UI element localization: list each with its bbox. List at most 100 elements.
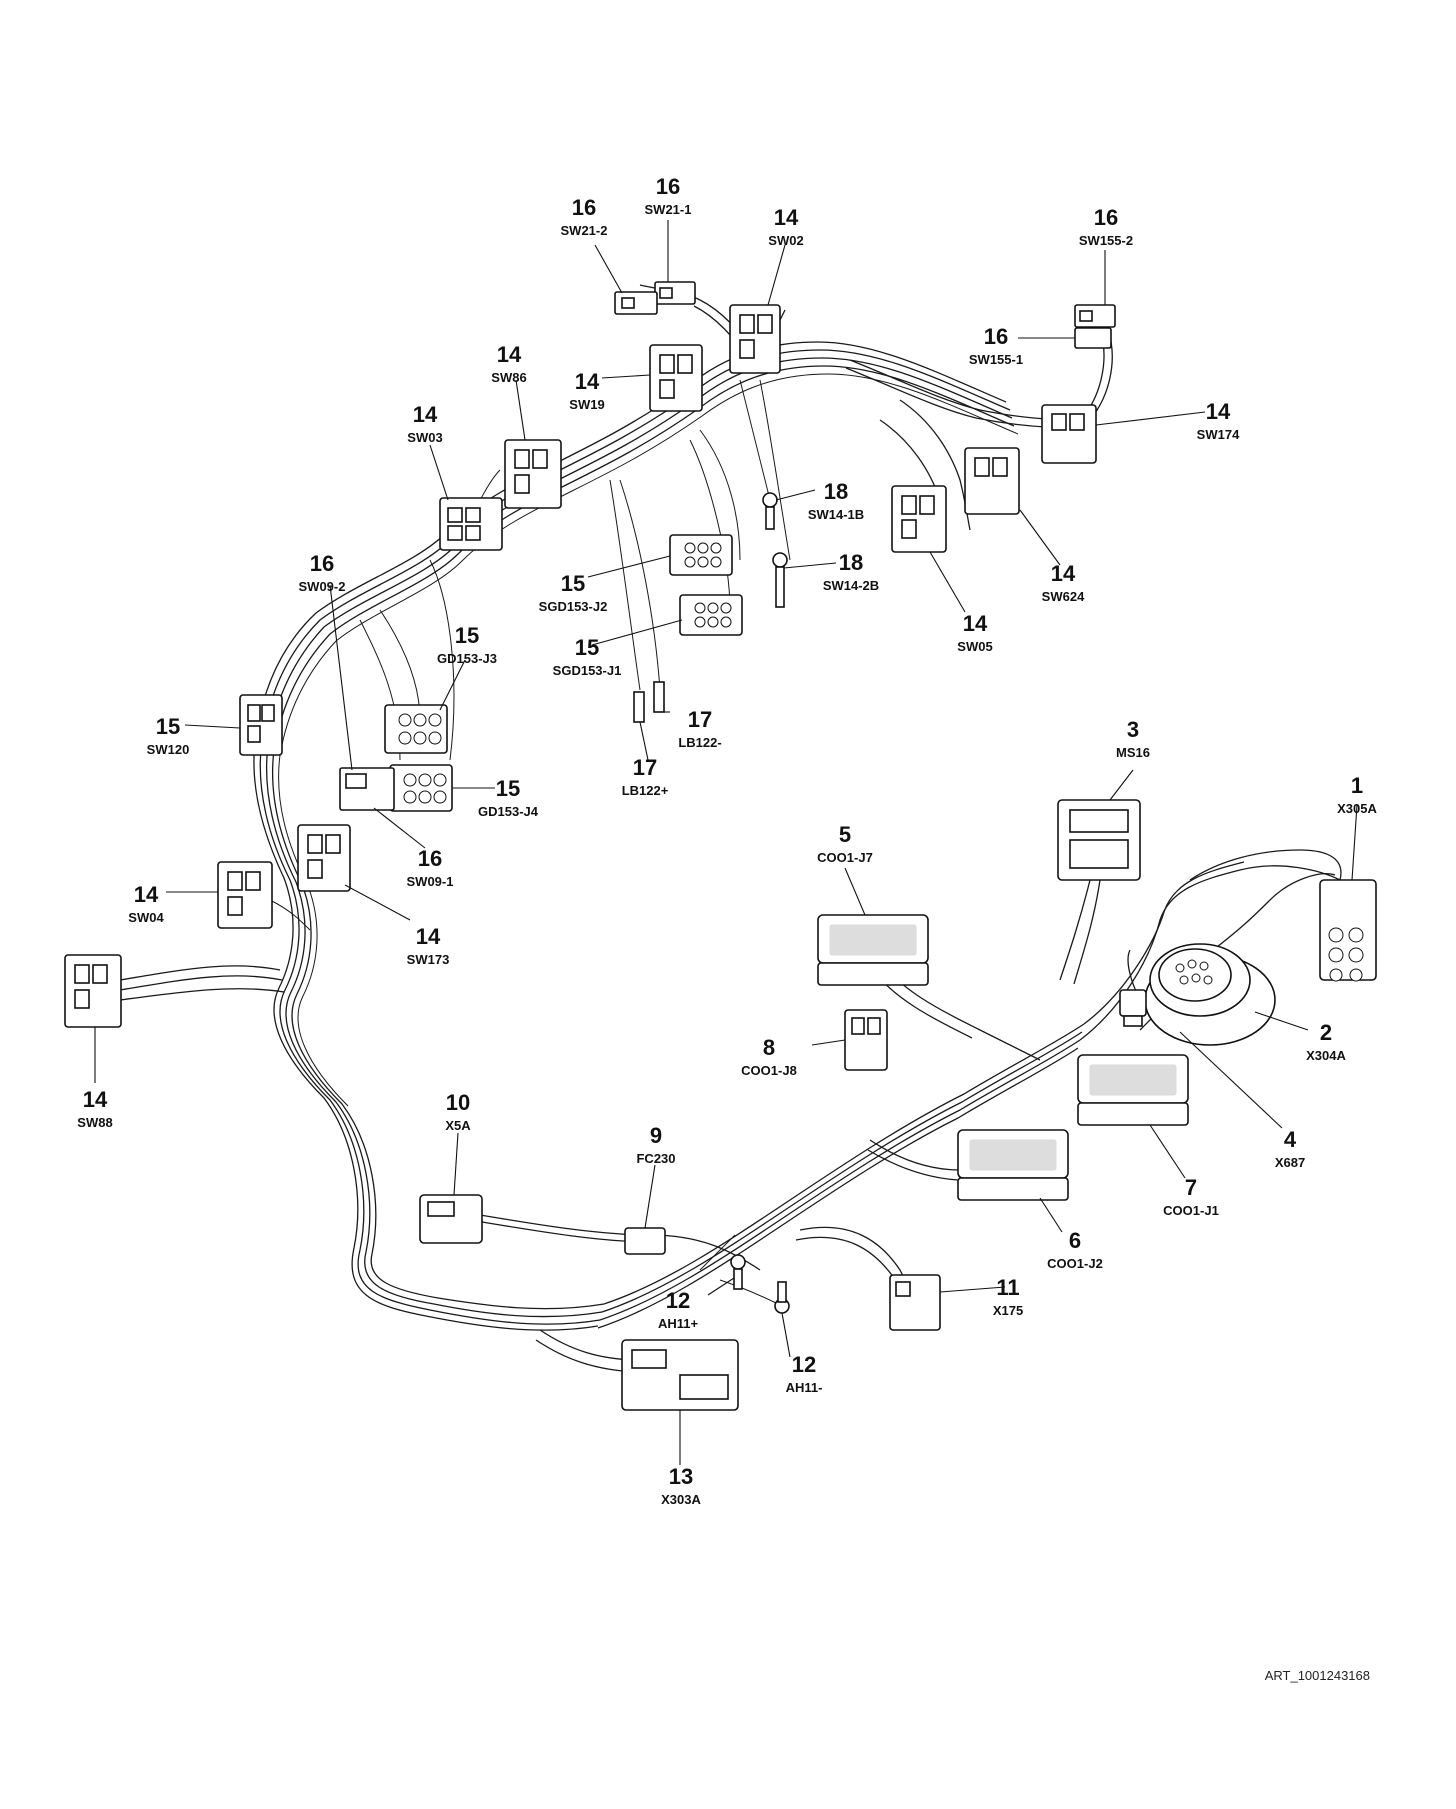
svg-text:13: 13 <box>669 1464 693 1489</box>
svg-text:SW03: SW03 <box>407 430 442 445</box>
art-id: ART_1001243168 <box>1265 1668 1370 1683</box>
svg-text:16: 16 <box>984 324 1008 349</box>
svg-text:COO1-J1: COO1-J1 <box>1163 1203 1219 1218</box>
connector-sw88 <box>64 954 122 1028</box>
leader-lines <box>94 220 1358 1465</box>
svg-text:FC230: FC230 <box>636 1151 675 1166</box>
svg-text:14: 14 <box>575 369 600 394</box>
svg-text:X305A: X305A <box>1337 801 1377 816</box>
svg-text:14: 14 <box>416 924 441 949</box>
connector-ms16 <box>1057 799 1141 881</box>
svg-text:15: 15 <box>575 635 599 660</box>
connector-sw14-1b <box>762 492 778 530</box>
svg-text:LB122-: LB122- <box>678 735 721 750</box>
svg-text:SW174: SW174 <box>1197 427 1240 442</box>
connector-sgd153-j1 <box>679 594 743 636</box>
svg-text:16: 16 <box>310 551 334 576</box>
connector-ah11-plus <box>730 1254 746 1290</box>
svg-text:15: 15 <box>156 714 180 739</box>
svg-text:15: 15 <box>561 571 585 596</box>
svg-text:COO1-J7: COO1-J7 <box>817 850 873 865</box>
svg-text:14: 14 <box>83 1087 108 1112</box>
connector-x305a <box>1319 879 1377 982</box>
connector-gd153-j4 <box>389 764 453 812</box>
svg-text:SW14-1B: SW14-1B <box>808 507 864 522</box>
svg-text:LB122+: LB122+ <box>622 783 669 798</box>
connector-sw120 <box>239 694 283 756</box>
svg-text:15: 15 <box>455 623 479 648</box>
svg-text:SW05: SW05 <box>957 639 992 654</box>
svg-text:SW173: SW173 <box>407 952 450 967</box>
svg-text:16: 16 <box>656 174 680 199</box>
svg-text:5: 5 <box>839 822 851 847</box>
connector-sw155-2 <box>1074 304 1116 328</box>
svg-text:SW120: SW120 <box>147 742 190 757</box>
svg-text:SW14-2B: SW14-2B <box>823 578 879 593</box>
connector-sw173 <box>297 824 351 892</box>
connector-ah11-minus <box>774 1281 790 1314</box>
svg-text:10: 10 <box>446 1090 470 1115</box>
connector-sw05 <box>891 485 947 553</box>
svg-text:17: 17 <box>633 755 657 780</box>
connector-sw86 <box>504 439 562 509</box>
connector-lb122-plus <box>633 691 645 723</box>
svg-text:18: 18 <box>839 550 863 575</box>
connector-x304a <box>1144 943 1276 1046</box>
connector-coo1-j8 <box>844 1009 888 1071</box>
svg-text:6: 6 <box>1069 1228 1081 1253</box>
svg-text:COO1-J2: COO1-J2 <box>1047 1256 1103 1271</box>
svg-text:SW86: SW86 <box>491 370 526 385</box>
svg-text:SGD153-J2: SGD153-J2 <box>539 599 608 614</box>
connector-sw09-1 <box>339 767 395 811</box>
connector-sw03 <box>439 497 503 551</box>
connector-sw04 <box>217 861 273 929</box>
svg-text:16: 16 <box>418 846 442 871</box>
connector-x5a <box>419 1194 483 1244</box>
svg-text:X303A: X303A <box>661 1492 701 1507</box>
svg-text:7: 7 <box>1185 1175 1197 1200</box>
svg-text:18: 18 <box>824 479 848 504</box>
svg-text:12: 12 <box>792 1352 816 1377</box>
svg-text:AH11+: AH11+ <box>658 1316 699 1331</box>
connector-coo1-j1 <box>1077 1054 1189 1126</box>
connector-sw21-1 <box>654 281 696 305</box>
svg-text:9: 9 <box>650 1123 662 1148</box>
svg-text:1: 1 <box>1351 773 1363 798</box>
svg-text:SW04: SW04 <box>128 910 164 925</box>
svg-text:SW21-2: SW21-2 <box>561 223 608 238</box>
svg-text:X5A: X5A <box>445 1118 471 1133</box>
svg-text:MS16: MS16 <box>1116 745 1150 760</box>
svg-text:16: 16 <box>572 195 596 220</box>
svg-text:12: 12 <box>666 1288 690 1313</box>
svg-text:SW155-1: SW155-1 <box>969 352 1023 367</box>
harness-wires <box>119 284 1342 1373</box>
connector-sw19 <box>649 344 703 412</box>
